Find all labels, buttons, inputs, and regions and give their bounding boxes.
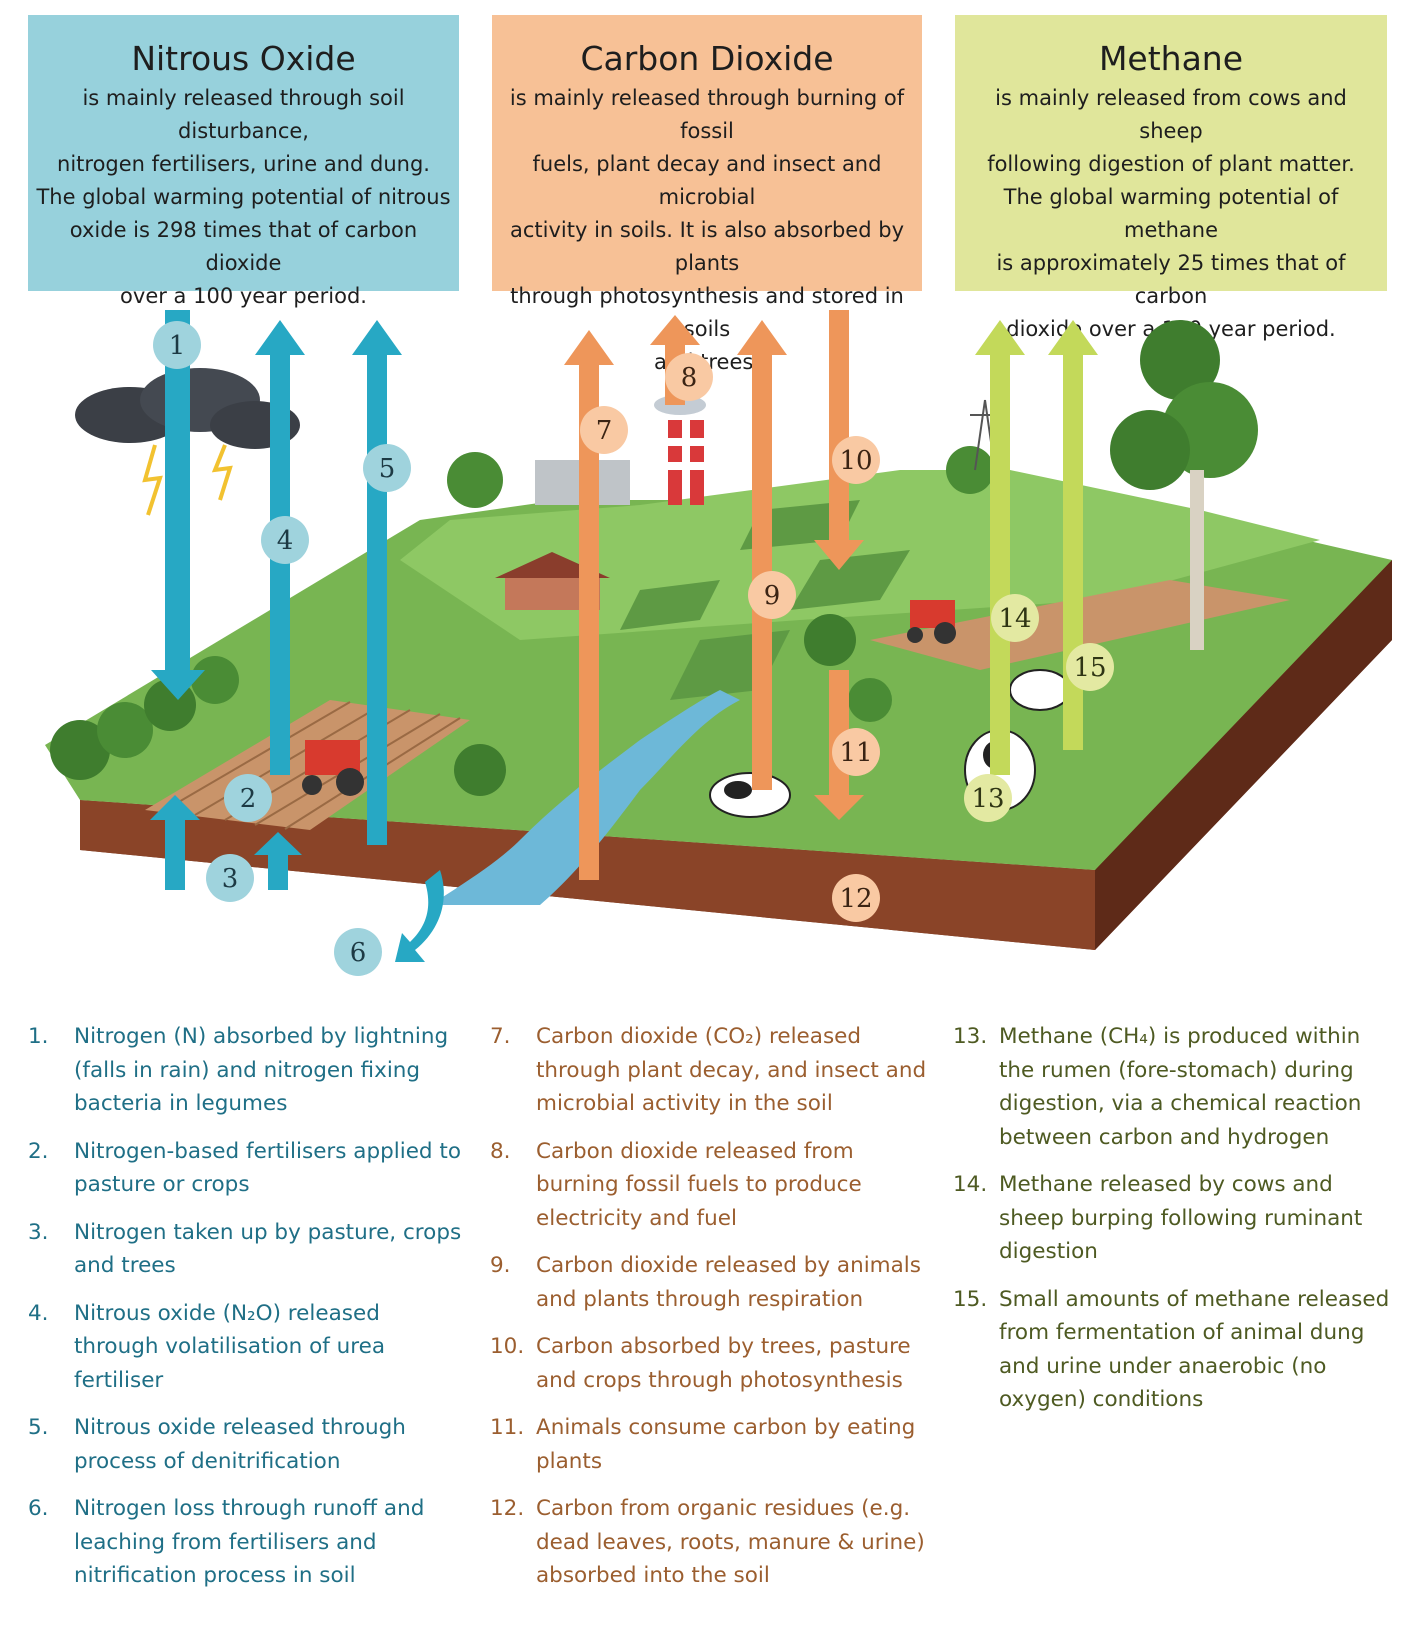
methane-box: Methane is mainly released from cows and… xyxy=(955,15,1387,341)
methane-arrows xyxy=(975,320,1098,775)
nitrous-oxide-desc-4: oxide is 298 times that of carbon dioxid… xyxy=(69,218,418,275)
carbon-dioxide-desc-1: is mainly released through burning of fo… xyxy=(509,86,905,143)
carbon-dioxide-legend: 7.Carbon dioxide (CO₂) released through … xyxy=(490,1020,930,1607)
legend-item-3: 3.Nitrogen taken up by pasture, crops an… xyxy=(28,1219,462,1279)
badge-2: 2 xyxy=(224,774,272,822)
methane-desc-2: following digestion of plant matter. xyxy=(987,152,1355,176)
svg-text:10: 10 xyxy=(839,446,872,476)
carbon-dioxide-desc-4: through photosynthesis and stored in soi… xyxy=(510,284,904,341)
legend-item-5: 5.Nitrous oxide released through process… xyxy=(28,1415,406,1474)
legend-item-10: 10.Carbon absorbed by trees, pasture and… xyxy=(490,1334,911,1393)
badge-15: 15 xyxy=(1066,643,1114,691)
badge-1: 1 xyxy=(153,321,201,369)
nitrous-oxide-desc-5: over a 100 year period. xyxy=(120,284,367,308)
nitrous-oxide-desc-2: nitrogen fertilisers, urine and dung. xyxy=(57,152,430,176)
arrow-3a xyxy=(150,795,200,890)
badge-14: 14 xyxy=(991,594,1039,642)
soil-side xyxy=(1095,560,1392,950)
svg-text:3: 3 xyxy=(222,864,239,894)
legend-item-9: 9.Carbon dioxide released by animals and… xyxy=(490,1253,921,1312)
badge-5: 5 xyxy=(363,444,411,492)
nitrous-oxide-box: Nitrous Oxide is mainly released through… xyxy=(28,15,459,308)
svg-text:8: 8 xyxy=(681,363,698,393)
carbon-dioxide-box: Carbon Dioxide is mainly released throug… xyxy=(492,15,922,374)
legend-item-6: 6.Nitrogen loss through runoff and leach… xyxy=(28,1496,425,1588)
methane-title: Methane xyxy=(1098,39,1244,78)
carbon-dioxide-title: Carbon Dioxide xyxy=(580,39,834,78)
nitrous-oxide-desc-1: is mainly released through soil disturba… xyxy=(82,86,405,143)
svg-text:14: 14 xyxy=(998,604,1031,634)
power-station xyxy=(535,395,706,505)
svg-text:13: 13 xyxy=(971,784,1004,814)
legend-item-13: 13.Methane (CH₄) is produced within the … xyxy=(953,1024,1362,1150)
methane-legend: 13.Methane (CH₄) is produced within the … xyxy=(953,1020,1393,1431)
arrow-3b xyxy=(254,832,302,890)
svg-text:7: 7 xyxy=(596,416,613,446)
arrow-9 xyxy=(737,320,787,790)
legend-item-15: 15.Small amounts of methane released fro… xyxy=(953,1286,1390,1413)
svg-text:4: 4 xyxy=(277,526,294,556)
svg-text:9: 9 xyxy=(764,581,781,611)
methane-desc-4: is approximately 25 times that of carbon xyxy=(996,251,1346,308)
legend-item-8: 8.Carbon dioxide released from burning f… xyxy=(490,1138,862,1231)
legend-item-7: 7.Carbon dioxide (CO₂) released through … xyxy=(490,1024,927,1116)
arrow-10 xyxy=(814,310,864,570)
tractor-left xyxy=(302,740,364,796)
legend-item-11: 11.Animals consume carbon by eating plan… xyxy=(490,1415,916,1474)
badge-6: 6 xyxy=(334,928,382,976)
legend-item-1: 1.Nitrogen (N) absorbed by lightning (fa… xyxy=(28,1024,449,1116)
legend-item-12: 12.Carbon from organic residues (e.g. de… xyxy=(490,1496,925,1588)
arrow-5 xyxy=(352,320,402,845)
arrow-14 xyxy=(975,320,1025,775)
tractor-right xyxy=(907,600,956,644)
svg-text:15: 15 xyxy=(1073,653,1106,683)
carbon-dioxide-desc-3: activity in soils. It is also absorbed b… xyxy=(509,218,904,275)
svg-text:2: 2 xyxy=(240,784,257,814)
arrow-6 xyxy=(395,870,444,962)
badges: 1 2 3 4 5 6 7 8 9 10 11 12 13 14 15 xyxy=(153,321,1114,976)
legend-item-4: 4.Nitrous oxide (N₂O) released through v… xyxy=(28,1300,386,1393)
arrow-15 xyxy=(1048,320,1098,750)
nitrous-oxide-title: Nitrous Oxide xyxy=(131,39,356,78)
badge-9: 9 xyxy=(748,571,796,619)
badge-8: 8 xyxy=(665,353,713,401)
badge-13: 13 xyxy=(964,774,1012,822)
badge-12: 12 xyxy=(832,874,880,922)
svg-text:12: 12 xyxy=(839,884,872,914)
badge-11: 11 xyxy=(832,728,880,776)
arrow-7 xyxy=(564,330,614,880)
trees xyxy=(50,320,1258,796)
nitrous-oxide-desc-3: The global warming potential of nitrous xyxy=(36,185,451,209)
svg-text:5: 5 xyxy=(379,454,396,484)
badge-10: 10 xyxy=(832,436,880,484)
svg-text:6: 6 xyxy=(350,938,367,968)
badge-3: 3 xyxy=(206,854,254,902)
svg-text:1: 1 xyxy=(169,331,186,361)
methane-desc-3: The global warming potential of methane xyxy=(1003,185,1339,242)
legend-item-14: 14.Methane released by cows and sheep bu… xyxy=(953,1172,1363,1264)
svg-text:11: 11 xyxy=(839,738,872,768)
badge-7: 7 xyxy=(580,406,628,454)
legend-item-2: 2.Nitrogen-based fertilisers applied to … xyxy=(28,1138,461,1198)
badge-4: 4 xyxy=(261,516,309,564)
nitrous-oxide-legend: 1.Nitrogen (N) absorbed by lightning (fa… xyxy=(28,1020,468,1607)
farm-landscape-illustration: 1 2 3 4 5 6 7 8 9 10 11 12 13 14 15 xyxy=(45,310,1392,976)
arrow-1 xyxy=(151,310,205,700)
methane-desc-1: is mainly released from cows and sheep xyxy=(995,86,1347,143)
carbon-dioxide-desc-2: fuels, plant decay and insect and microb… xyxy=(532,152,882,209)
